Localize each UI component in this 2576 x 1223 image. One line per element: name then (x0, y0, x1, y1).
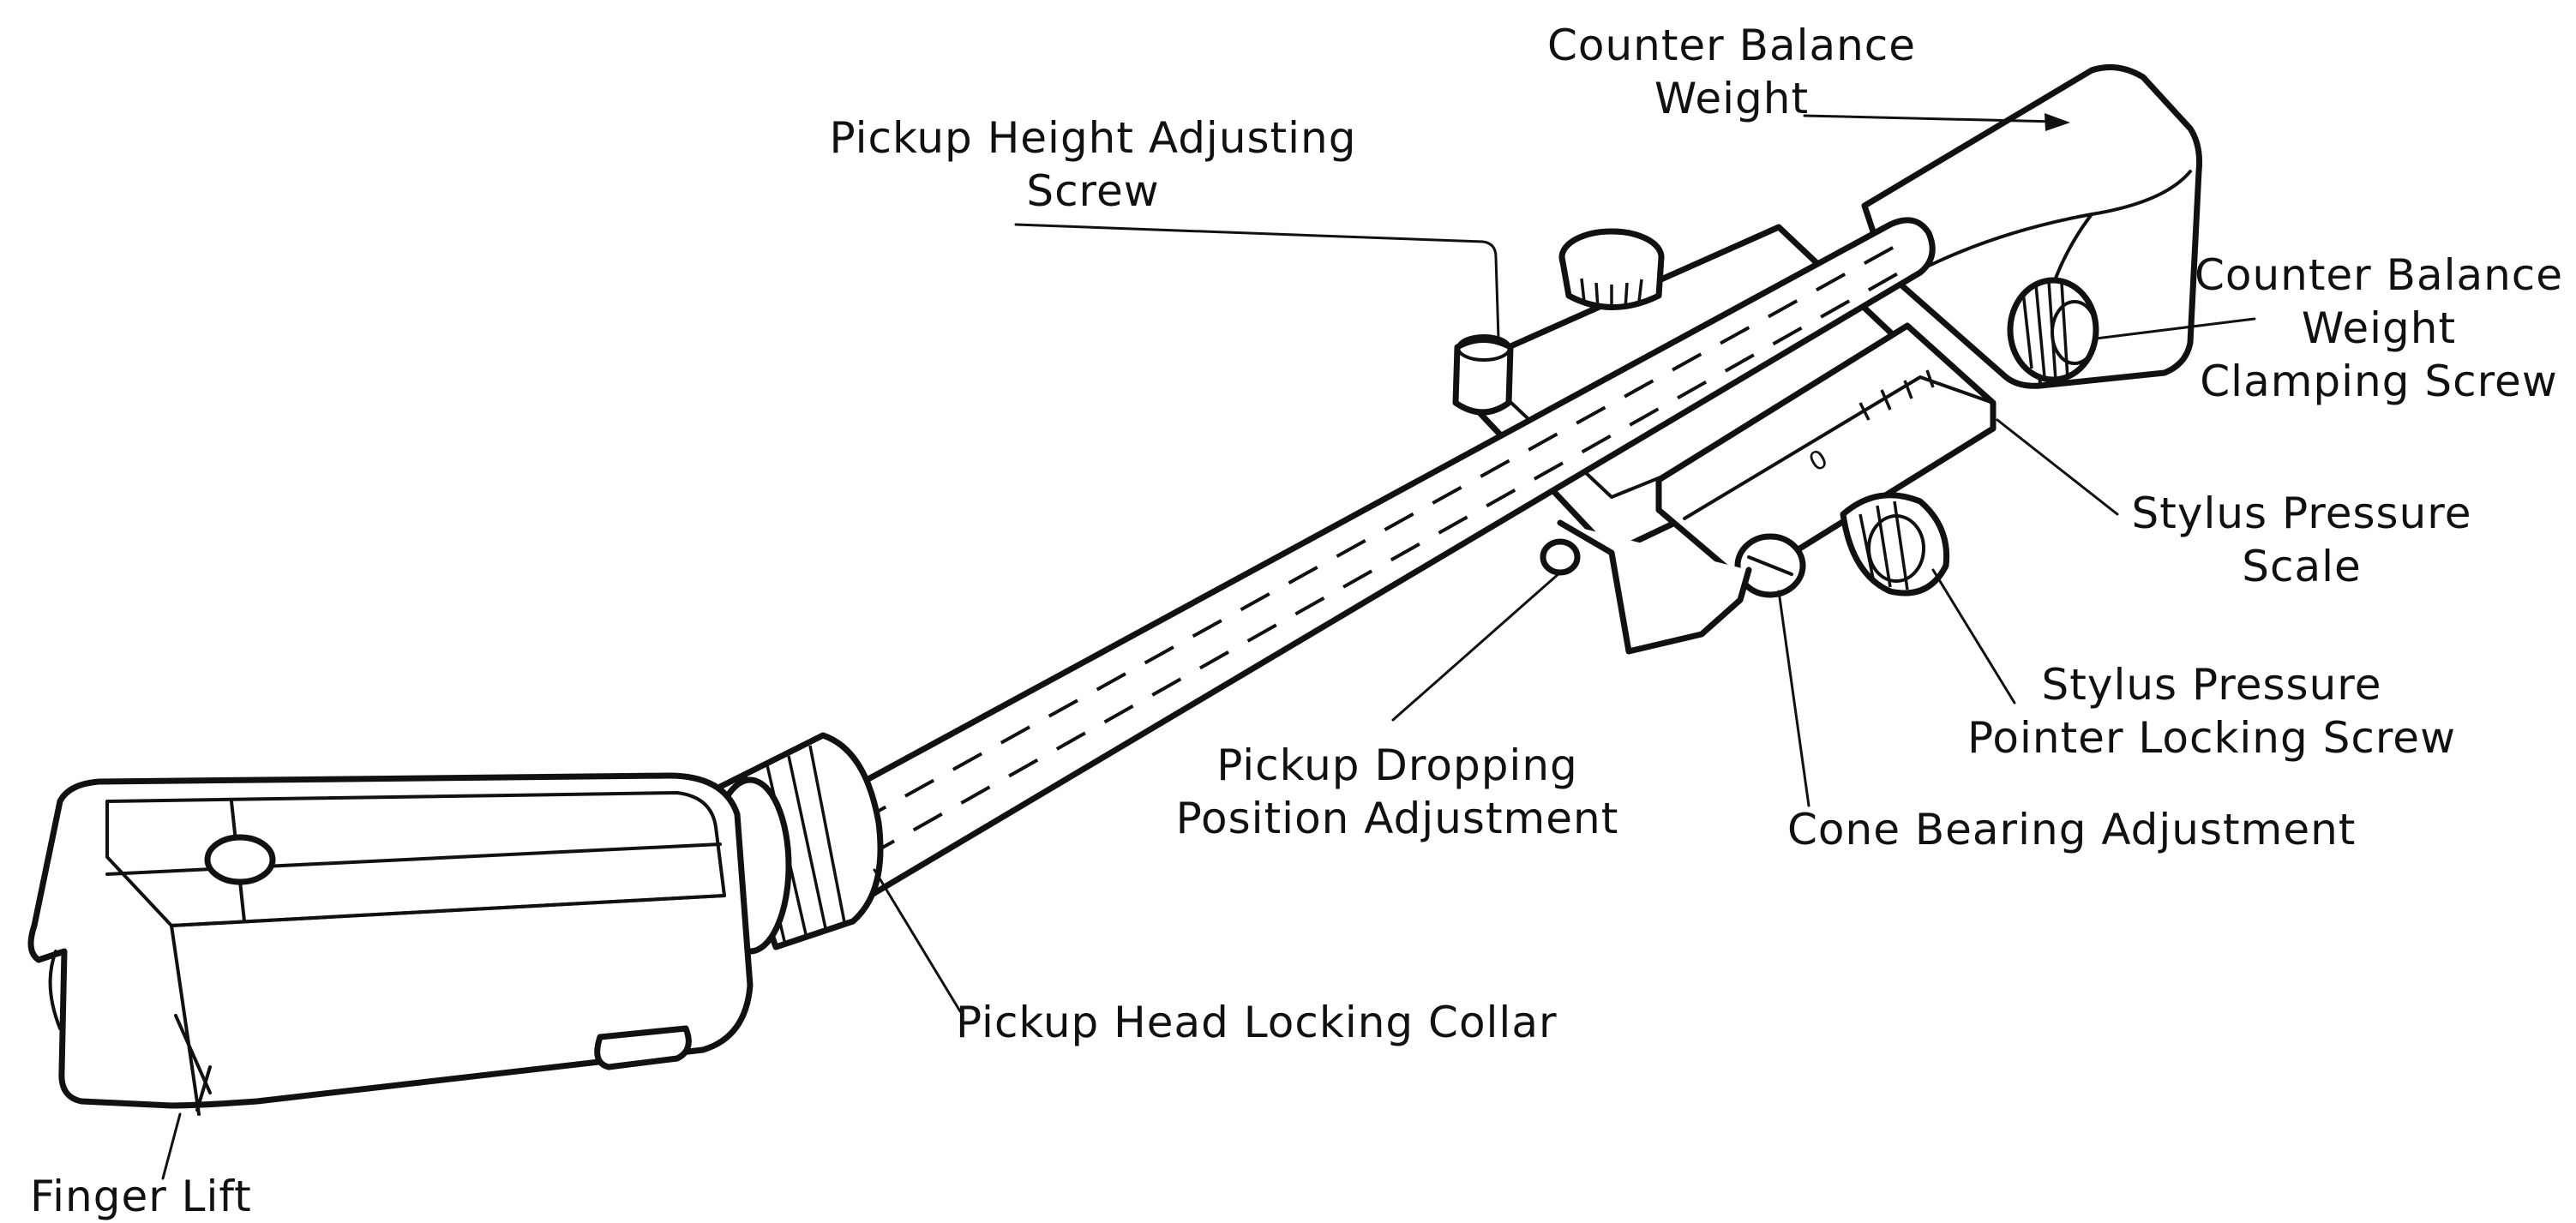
leader-lines (161, 113, 2256, 1180)
label-pickup-height-adjusting-screw: Pickup Height Adjusting Screw (829, 113, 1357, 216)
label-finger-lift: Finger Lift (30, 1172, 252, 1221)
label-counter-balance-weight-clamping-screw: Counter Balance Weight Clamping Screw (2194, 250, 2564, 406)
label-cone-bearing-adjustment: Cone Bearing Adjustment (1787, 805, 2357, 854)
cone-bearing-screw (1734, 533, 1806, 598)
label-stylus-pressure-scale: Stylus Pressure Scale (2131, 489, 2472, 591)
label-counter-balance-weight: Counter Balance Weight (1546, 21, 1917, 123)
pickup-head-shell (27, 772, 754, 1116)
label-pickup-head-locking-collar: Pickup Head Locking Collar (956, 998, 1558, 1047)
arm-tube (824, 217, 1936, 902)
finger-lift-shape (174, 1014, 212, 1112)
label-pickup-dropping-position-adjustment: Pickup Dropping Position Adjustment (1175, 740, 1619, 843)
height-screw-knob (1558, 228, 1665, 310)
lower-bracket (1557, 519, 1752, 655)
side-height-screw (1452, 334, 1514, 416)
pointer-locking-knob (1840, 492, 1950, 597)
clamping-screw-knob (2007, 277, 2099, 383)
pressure-scale-slide (1655, 322, 1997, 586)
dropping-position-screw (1540, 538, 1581, 576)
label-stylus-pressure-pointer-locking-screw: Stylus Pressure Pointer Locking Screw (1967, 660, 2456, 763)
